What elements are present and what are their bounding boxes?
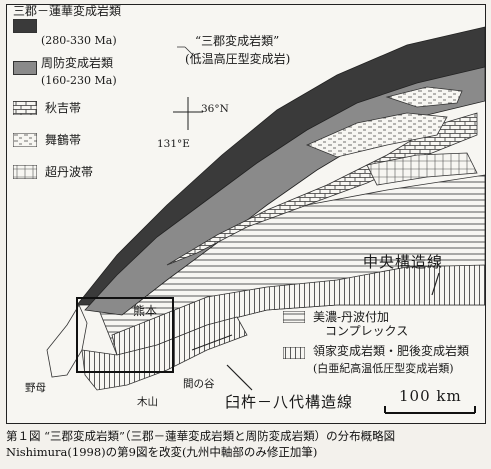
legend-sanbagawa-age: (280-330 Ma) xyxy=(41,34,117,47)
legend-akiyoshi: 秋吉帯 xyxy=(45,101,82,115)
map-drawing xyxy=(46,26,485,414)
latlon-crosshair xyxy=(173,97,203,130)
legend-pattern-ultratamba xyxy=(13,165,37,179)
legend-suo-name: 周防変成岩類 xyxy=(41,56,114,70)
lat-label: 36°N xyxy=(201,103,229,115)
legend-pattern-minotamba xyxy=(283,311,305,323)
kumamoto-inset-box xyxy=(76,297,174,373)
legend-ryoke-name: 領家変成岩類・肥後変成岩類 xyxy=(313,344,470,358)
legend-pattern-ryoke xyxy=(283,347,305,359)
figure-caption: 第１図 “三郡変成岩類”（三郡－蓮華変成岩類と周防変成岩類）の分布概略図 Nis… xyxy=(6,428,488,460)
scale-bar xyxy=(384,406,476,414)
caption-line-2: Nishimura(1998)の第9図を改変(九州中軸部のみ修正加筆) xyxy=(6,445,318,459)
leader-group xyxy=(177,46,196,58)
place-kumamoto: 熊本 xyxy=(133,304,158,318)
legend-swatch-suo xyxy=(13,61,37,75)
legend-ryoke-sub: (白亜紀高温低圧型変成岩類) xyxy=(313,362,454,375)
geologic-map: 三郡－蓮華変成岩類 (280-330 Ma) 周防変成岩類 (160-230 M… xyxy=(6,4,486,424)
legend-group-label: “三郡変成岩類” xyxy=(195,34,280,48)
akiyoshi-zone xyxy=(166,112,478,266)
fault-usuki-label: 臼杵－八代構造線 xyxy=(225,393,354,411)
legend-sanbagawa-name: 三郡－蓮華変成岩類 xyxy=(13,4,122,18)
scale-label: 100 km xyxy=(399,387,462,405)
legend-maizuru: 舞鶴帯 xyxy=(45,133,82,147)
legend-swatch-sanbagawa xyxy=(13,19,37,33)
kyushu-west xyxy=(46,304,88,378)
caption-line-1: 第１図 “三郡変成岩類”（三郡－蓮華変成岩類と周防変成岩類）の分布概略図 xyxy=(6,429,396,443)
place-manotani: 間の谷 xyxy=(183,378,215,390)
maizuru-zone-2 xyxy=(385,86,463,108)
maizuru-zone xyxy=(305,112,448,158)
legend-minotamba-name: 美濃-丹波付加 xyxy=(313,310,390,324)
leader-usuki xyxy=(226,364,253,391)
legend-group-sub: (低温高圧型変成岩) xyxy=(185,52,291,66)
lon-label: 131°E xyxy=(157,138,190,150)
legend-suo-age: (160-230 Ma) xyxy=(41,74,117,87)
fault-mtl-label: 中央構造線 xyxy=(363,253,444,271)
ultra-tamba-zone xyxy=(366,152,478,186)
place-nomo: 野母 xyxy=(25,382,46,394)
place-kiyama: 木山 xyxy=(137,396,158,408)
legend-pattern-akiyoshi xyxy=(13,101,37,115)
legend-minotamba-sub: コンプレックス xyxy=(325,324,409,338)
leader-manotani xyxy=(191,334,233,351)
legend-pattern-maizuru xyxy=(13,133,37,147)
leader-mtl xyxy=(431,272,440,296)
legend-ultratamba: 超丹波帯 xyxy=(45,165,94,179)
